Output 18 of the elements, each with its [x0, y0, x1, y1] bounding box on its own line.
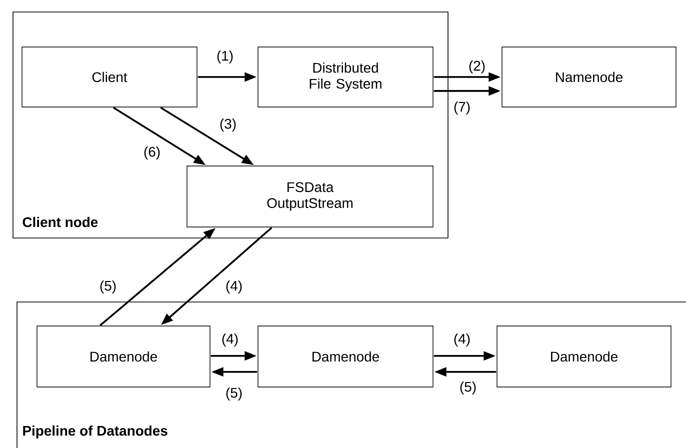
process-box: Namenode	[502, 46, 676, 108]
process-box: Damenode	[496, 326, 672, 388]
process-box: Client	[22, 46, 198, 108]
edge-label: (5)	[458, 380, 478, 396]
edge-label: (7)	[452, 100, 472, 116]
edge-label: (6)	[142, 146, 162, 160]
edge-label: (5)	[98, 280, 118, 294]
edge-label: (4)	[452, 332, 472, 348]
edge-label: (4)	[220, 332, 240, 348]
process-box: Distributed File System	[258, 46, 434, 108]
process-box: Damenode	[258, 326, 434, 388]
process-box: Damenode	[36, 326, 210, 388]
edge-label: (3)	[218, 118, 238, 132]
edge-label: (4)	[224, 280, 244, 294]
edge-label: (2)	[467, 60, 487, 74]
edge-label: (5)	[224, 386, 244, 402]
process-box: FSData OutputStream	[186, 166, 434, 228]
edge-label: (1)	[215, 50, 235, 64]
